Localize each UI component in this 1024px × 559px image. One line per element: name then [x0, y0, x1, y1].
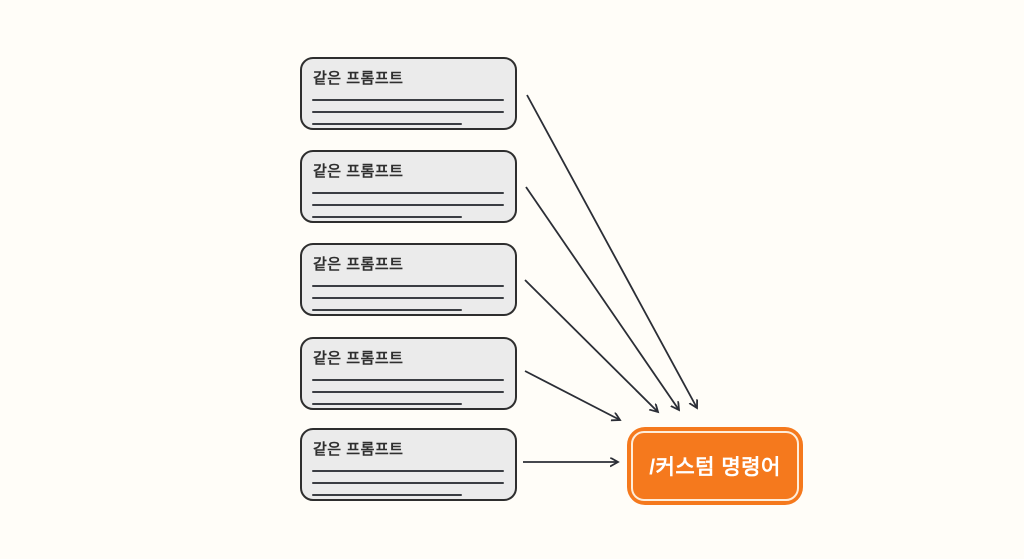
prompt-placeholder-lines — [312, 285, 504, 321]
arrow-prompt1-to-command — [526, 94, 697, 408]
prompt-box-label: 같은 프롬프트 — [313, 256, 404, 273]
placeholder-line — [312, 470, 504, 472]
placeholder-line — [312, 309, 462, 311]
placeholder-line — [312, 216, 462, 218]
prompt-box-2: 같은 프롬프트 — [300, 150, 517, 223]
placeholder-line — [312, 297, 504, 299]
prompt-placeholder-lines — [312, 470, 504, 506]
placeholder-line — [312, 482, 504, 484]
placeholder-line — [312, 99, 504, 101]
custom-command-label: /커스텀 명령어 — [649, 456, 781, 479]
prompt-box-3: 같은 프롬프트 — [300, 243, 517, 316]
placeholder-line — [312, 403, 462, 405]
prompt-placeholder-lines — [312, 192, 504, 228]
prompt-box-5: 같은 프롬프트 — [300, 428, 517, 501]
prompt-box-4: 같은 프롬프트 — [300, 337, 517, 410]
placeholder-line — [312, 123, 462, 125]
placeholder-line — [312, 111, 504, 113]
prompt-box-label: 같은 프롬프트 — [313, 163, 404, 180]
prompt-box-label: 같은 프롬프트 — [313, 350, 404, 367]
arrow-prompt2-to-command — [525, 186, 679, 410]
custom-command-box: /커스텀 명령어 — [627, 427, 803, 505]
prompt-box-label: 같은 프롬프트 — [313, 70, 404, 87]
prompt-placeholder-lines — [312, 379, 504, 415]
placeholder-line — [312, 379, 504, 381]
prompt-box-1: 같은 프롬프트 — [300, 57, 517, 130]
custom-command-box-inner: /커스텀 명령어 — [631, 431, 799, 501]
prompt-placeholder-lines — [312, 99, 504, 135]
arrow-prompt3-to-command — [524, 279, 658, 412]
prompt-box-label: 같은 프롬프트 — [313, 441, 404, 458]
placeholder-line — [312, 192, 504, 194]
placeholder-line — [312, 204, 504, 206]
arrow-prompt4-to-command — [524, 370, 620, 420]
placeholder-line — [312, 391, 504, 393]
placeholder-line — [312, 494, 462, 496]
placeholder-line — [312, 285, 504, 287]
